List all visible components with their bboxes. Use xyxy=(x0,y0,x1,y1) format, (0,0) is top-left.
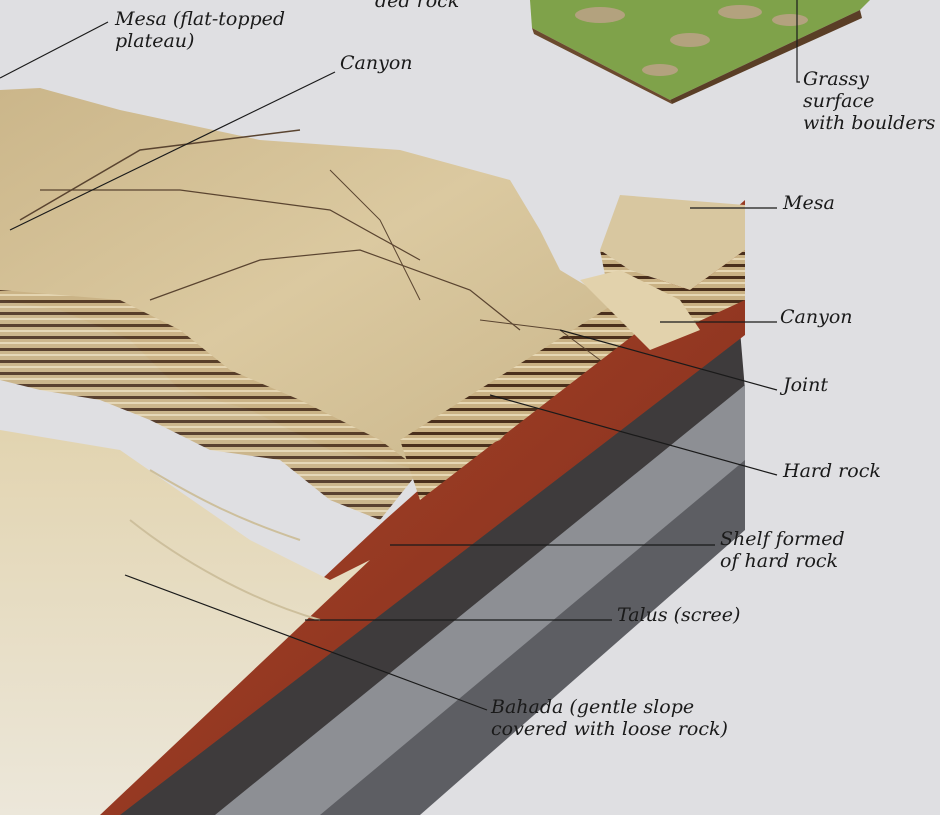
talus-label: Talus (scree) xyxy=(617,604,740,626)
canyon-top-label: Canyon xyxy=(340,52,413,74)
mesa-label: Mesa xyxy=(783,192,835,214)
mesa-plateau-label: Mesa (flat-topped plateau) xyxy=(115,8,285,52)
canyon-label: Canyon xyxy=(780,306,853,328)
mesa-plateau-leader xyxy=(0,22,108,78)
shelf-label: Shelf formed of hard rock xyxy=(720,528,845,572)
bahada-label: Bahada (gentle slope covered with loose … xyxy=(491,696,728,740)
grassy-surface-label: Grassy surface with boulders xyxy=(803,68,940,134)
partial-top-label: ded rock xyxy=(375,0,459,12)
joint-label: Joint xyxy=(783,374,828,396)
hard-rock-label: Hard rock xyxy=(783,460,881,482)
